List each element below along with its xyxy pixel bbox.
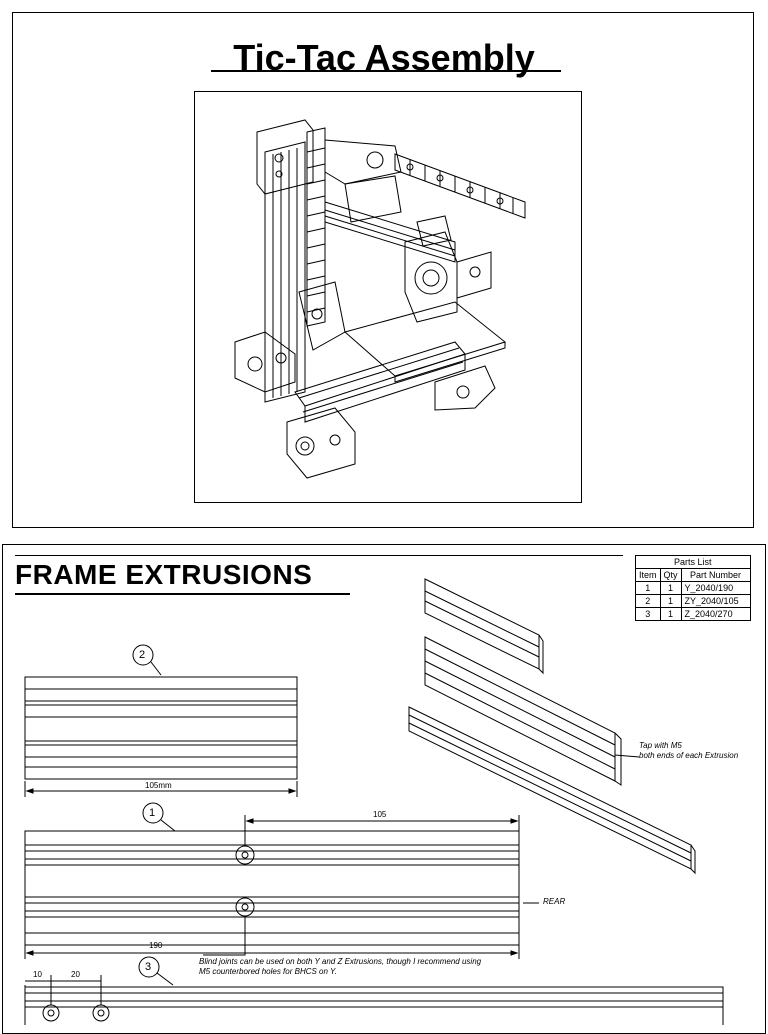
z-extrusion (264, 141, 306, 403)
z-top-cap (256, 119, 314, 195)
extrusion-part-1 (24, 815, 539, 959)
extrusion-part-3 (24, 975, 724, 1025)
heated-bed (343, 301, 507, 377)
front-foot (286, 407, 356, 479)
frame-extrusions-sheet: FRAME EXTRUSIONS Parts List Item Qty Par… (2, 544, 766, 1034)
dim-part3-b: 20 (71, 970, 80, 979)
balloon-2-label: 2 (139, 649, 146, 661)
title-underline (211, 70, 561, 72)
dim-part1-length: 190 (149, 941, 163, 950)
table-row: 3 1 Z_2040/270 (635, 607, 751, 621)
tap-note: Tap with M5 both ends of each Extrusion (639, 741, 739, 760)
x-gantry (324, 201, 456, 263)
extrusion-isometric-view (408, 578, 696, 875)
printer-isometric-drawing (234, 119, 526, 479)
extrusion-part-2 (24, 676, 298, 797)
rear-label: REAR (543, 897, 566, 906)
cable-chain-vertical (306, 127, 326, 327)
parts-list-table: Parts List Item Qty Part Number 1 1 Y_20… (635, 555, 751, 621)
sheet-title: FRAME EXTRUSIONS (15, 559, 313, 590)
extrusion-drawings (24, 578, 724, 1025)
assembly-title: Tic-Tac Assembly (233, 37, 535, 78)
balloon-3 (138, 956, 160, 978)
balloon-2 (132, 644, 154, 666)
y-extrusion (294, 341, 466, 407)
left-foot (234, 331, 296, 393)
dim-part3-a: 10 (33, 970, 42, 979)
balloon-3-label: 3 (145, 961, 152, 973)
assembly-drawing-frame (194, 91, 582, 503)
assembly-sheet: Tic-Tac Assembly (12, 12, 754, 528)
print-head (404, 215, 492, 323)
cable-chain-horizontal (394, 153, 526, 219)
rear-foot (434, 365, 496, 411)
dim-part2-length: 105mm (145, 781, 172, 790)
balloon-1-label: 1 (149, 807, 156, 819)
col-qty: Qty (659, 568, 682, 582)
dim-part1-offset: 105 (373, 810, 387, 819)
table-row: 1 1 Y_2040/190 (635, 581, 751, 595)
title-underline (15, 593, 350, 595)
blind-joint-note: Blind joints can be used on both Y and Z… (199, 957, 482, 976)
extruder-motor (344, 175, 402, 223)
balloon-1 (142, 802, 164, 824)
